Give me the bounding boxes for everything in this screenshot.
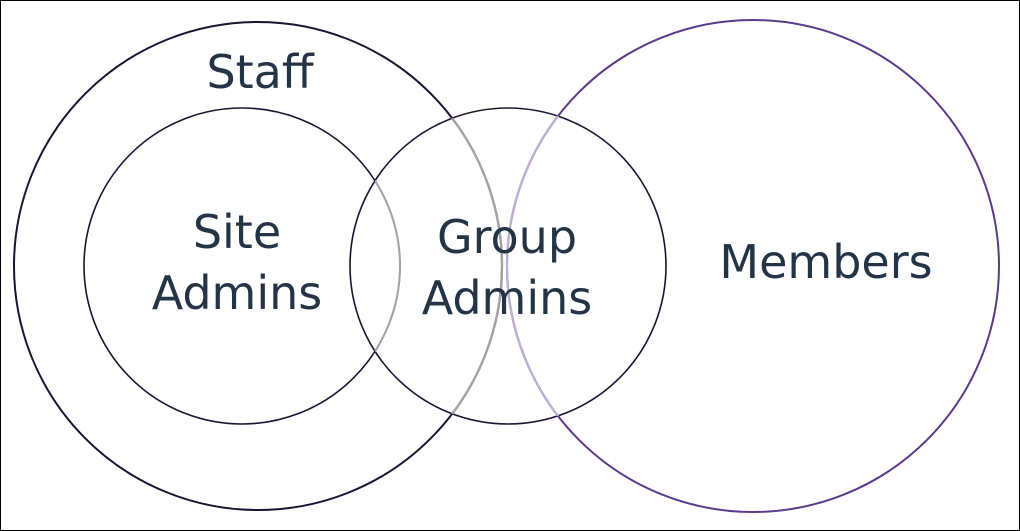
staff-label: Staff [206,45,314,99]
site-admins-label-line1: Site [193,205,281,259]
members-label: Members [719,235,932,289]
members-circle-overlap [505,108,666,424]
staff-circle-overlap [350,108,504,424]
group-admins-label-line1: Group [437,210,577,264]
site-admins-circle-overlap [350,108,401,424]
site-admins-label-line2: Admins [152,266,323,320]
group-admins-circle [349,107,667,425]
group-admins-label-line2: Admins [422,271,593,325]
